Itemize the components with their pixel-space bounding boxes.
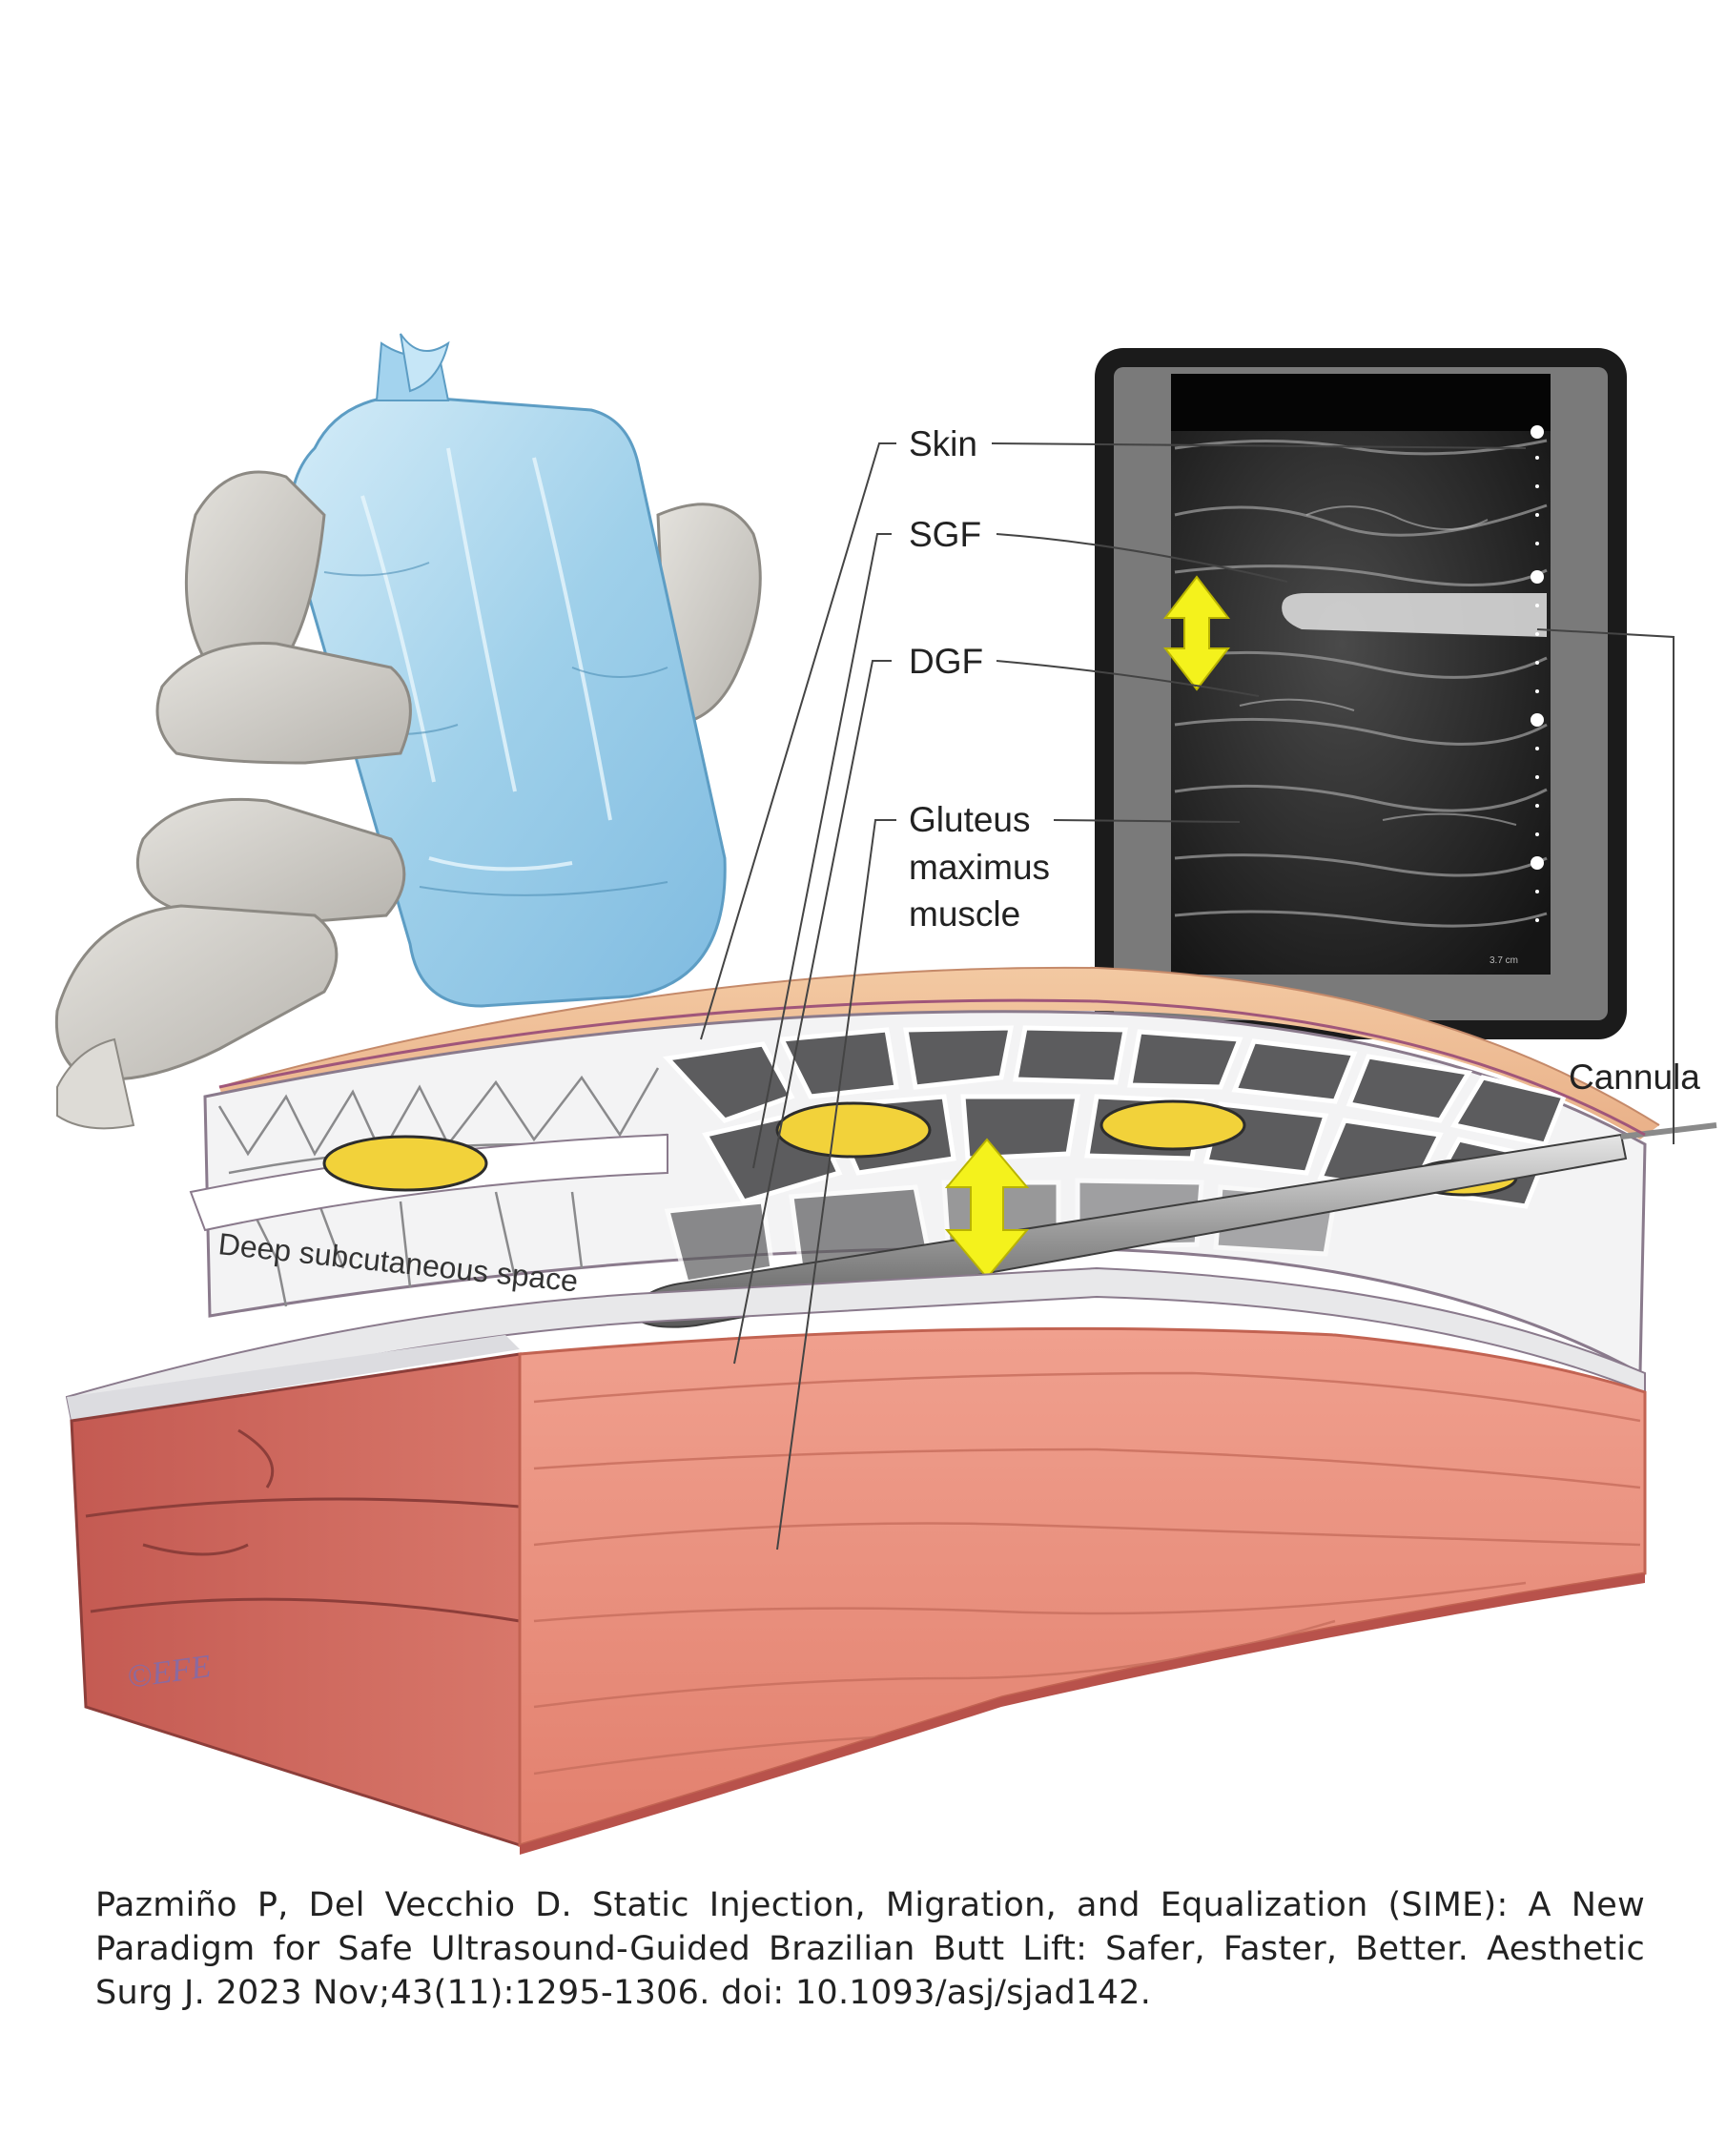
label-dgf: DGF xyxy=(909,642,983,681)
fat-lobule xyxy=(322,1135,488,1192)
label-skin: Skin xyxy=(909,424,977,463)
fat-lobule xyxy=(775,1101,932,1159)
leader-lines xyxy=(700,442,1675,1550)
citation-text: Pazmiño P, Del Vecchio D. Static Injecti… xyxy=(95,1886,1645,2012)
label-cannula: Cannula xyxy=(1569,1057,1700,1097)
labels: Skin SGF DGF Gluteus maximus muscle Cann… xyxy=(909,424,1700,1097)
gloved-hand-probe xyxy=(54,333,762,1130)
label-sgf: SGF xyxy=(909,515,981,554)
label-gluteus-line3: muscle xyxy=(909,894,1020,934)
fat-lobule xyxy=(1099,1099,1246,1151)
ultrasound-double-arrow-icon xyxy=(1162,575,1231,691)
label-gluteus-line2: maximus xyxy=(909,848,1050,887)
ultrasound-monitor: 3.7 cm xyxy=(1095,348,1627,1039)
scale-label: 3.7 cm xyxy=(1490,955,1518,966)
tissue-block: Deep subcutaneous space ©EFE xyxy=(65,966,1717,1855)
label-gluteus-line1: Gluteus xyxy=(909,800,1031,839)
